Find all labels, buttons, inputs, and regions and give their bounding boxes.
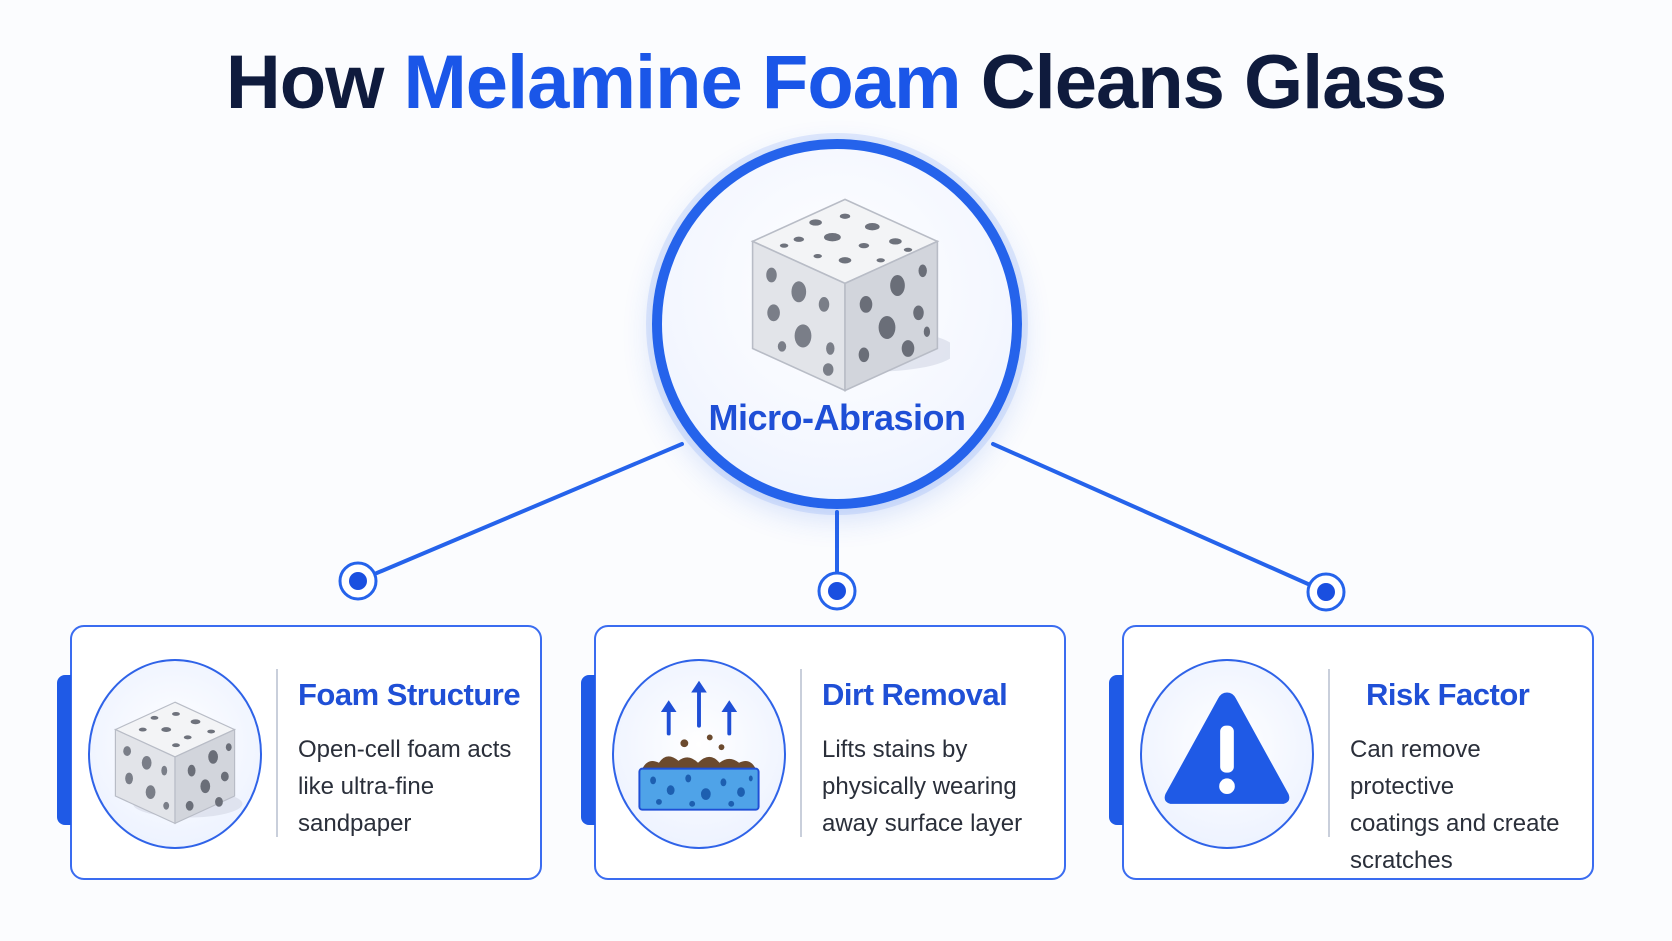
node-right bbox=[1306, 572, 1346, 612]
card-foam-structure: Foam Structure Open-cell foam acts like … bbox=[57, 625, 542, 880]
title-part-2: Cleans Glass bbox=[960, 40, 1447, 125]
foam-cube-icon bbox=[750, 198, 950, 392]
card-accent-tab bbox=[581, 675, 595, 825]
warning-triangle-icon bbox=[1164, 692, 1290, 804]
dirt-lifting-sponge-icon bbox=[638, 680, 760, 811]
card-description: Can remove protective coatings and creat… bbox=[1350, 736, 1560, 874]
card-accent-tab bbox=[57, 675, 71, 825]
card-description: Open-cell foam acts like ultra-fine sand… bbox=[298, 736, 512, 837]
title-accent: Melamine Foam bbox=[403, 40, 961, 125]
card-divider bbox=[800, 669, 802, 837]
hub-circle: Micro-Abrasion bbox=[652, 139, 1022, 509]
card-title: Risk Factor bbox=[1366, 677, 1530, 712]
card-icon-circle bbox=[1140, 659, 1314, 849]
card-title: Dirt Removal bbox=[822, 677, 1008, 712]
hub-label: Micro-Abrasion bbox=[708, 397, 966, 438]
card-description: Lifts stains by physically wearing away … bbox=[822, 736, 1023, 837]
node-middle bbox=[817, 571, 857, 611]
card-icon-circle bbox=[612, 659, 786, 849]
card-accent-tab bbox=[1109, 675, 1123, 825]
card-divider bbox=[276, 669, 278, 837]
card-icon-circle bbox=[88, 659, 262, 849]
card-title: Foam Structure bbox=[298, 677, 521, 712]
node-left bbox=[338, 561, 378, 601]
connector-left bbox=[356, 442, 684, 583]
card-risk-factor: Risk Factor Can remove protective coatin… bbox=[1109, 625, 1594, 880]
connector-right bbox=[991, 442, 1328, 594]
title-part-1: How bbox=[225, 40, 404, 125]
page-title: How Melamine Foam Cleans Glass bbox=[0, 38, 1672, 128]
card-divider bbox=[1328, 669, 1330, 837]
foam-cube-icon bbox=[113, 701, 243, 825]
card-dirt-removal: Dirt Removal Lifts stains by physically … bbox=[581, 625, 1066, 880]
